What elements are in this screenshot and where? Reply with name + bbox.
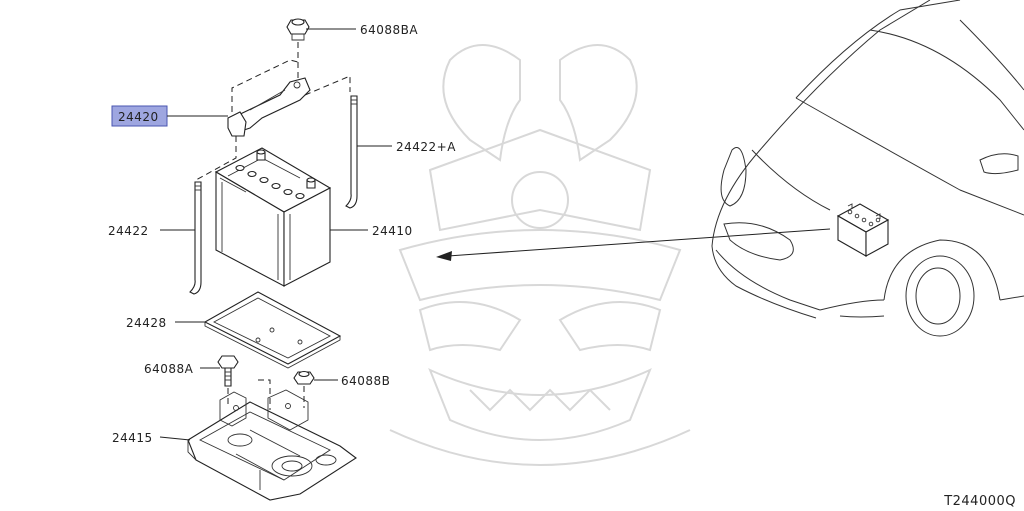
figure-code: T244000Q [943, 494, 1016, 509]
label-nut-lower: 64088B [341, 374, 390, 388]
car-battery-icon [836, 203, 890, 257]
car-outline-icon [711, 0, 1024, 337]
arrowhead-icon [436, 251, 452, 261]
label-battery: 24410 [372, 224, 413, 238]
bolt-icon [217, 355, 239, 387]
hold-down-frame-icon [227, 77, 311, 137]
rod-right-icon [345, 95, 358, 209]
label-bracket: 24415 [112, 431, 153, 445]
bracket-icon [187, 389, 357, 501]
nut-lower-icon [293, 370, 315, 385]
label-bolt: 64088A [144, 362, 194, 376]
label-hold-down-frame[interactable]: 24420 [118, 110, 159, 124]
label-rod-left: 24422 [108, 224, 149, 238]
location-arrow [447, 228, 831, 257]
battery-icon [214, 147, 332, 287]
watermark-logo [389, 44, 691, 466]
tray-icon [203, 291, 342, 369]
nut-top-icon [286, 18, 310, 41]
rod-left-icon [189, 181, 202, 295]
label-tray: 24428 [126, 316, 167, 330]
label-rod-right: 24422+A [396, 140, 456, 154]
label-nut-top: 64088BA [360, 23, 418, 37]
